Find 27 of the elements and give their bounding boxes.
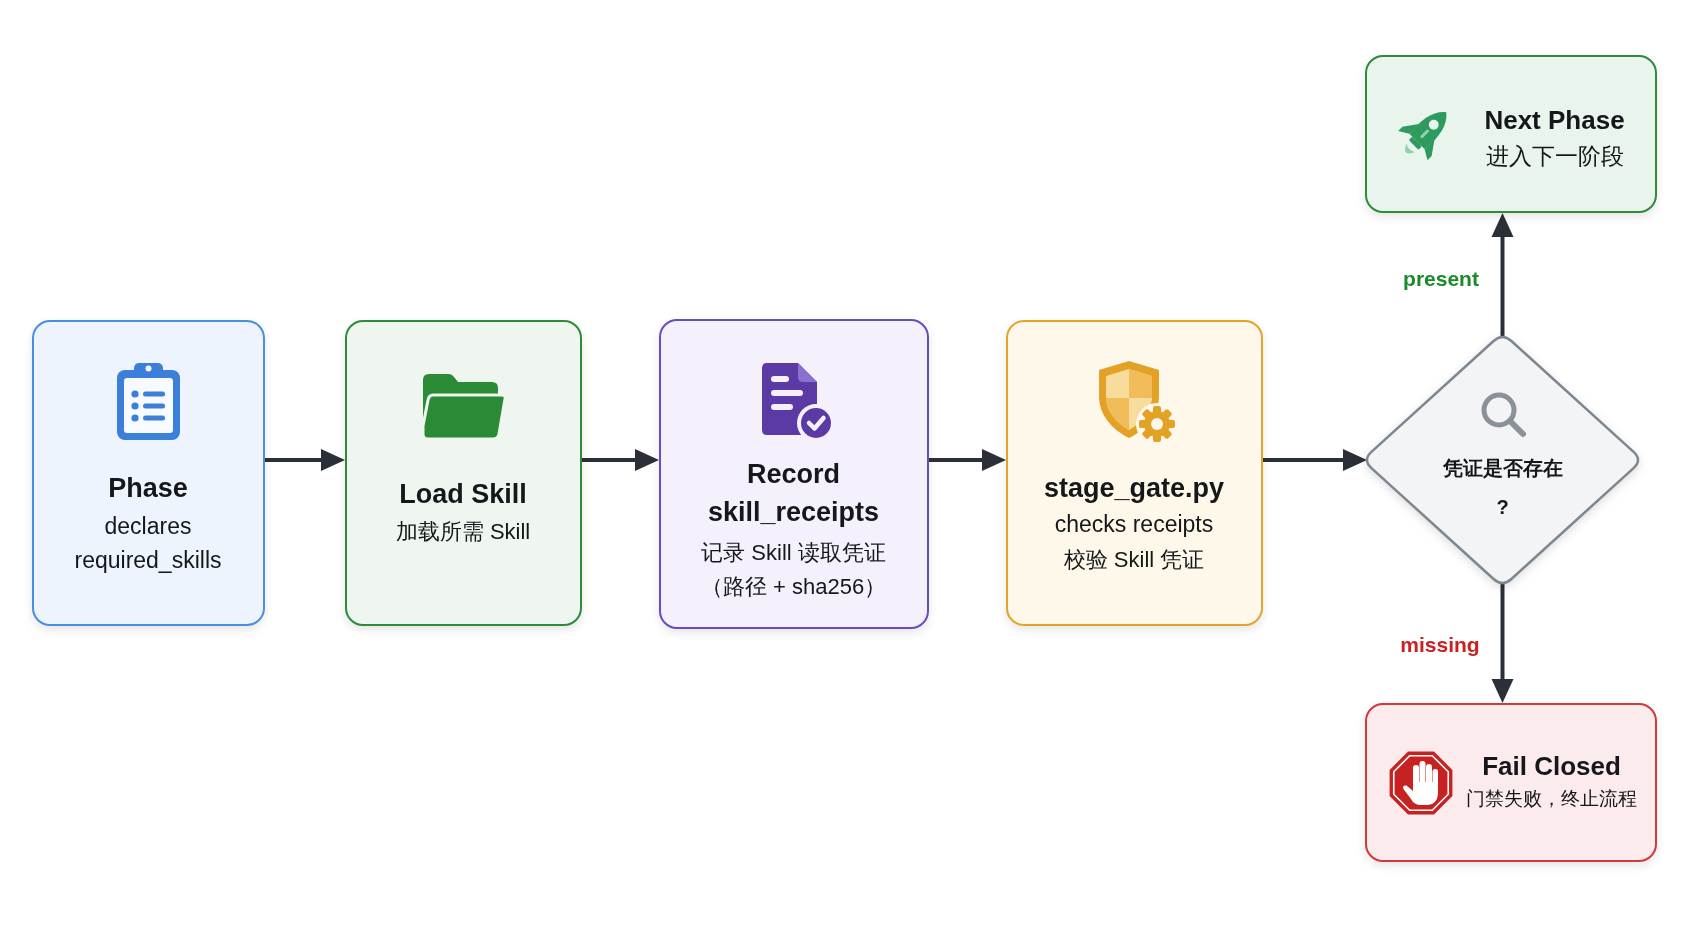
result-box [1365, 703, 1657, 862]
process-box [659, 319, 929, 629]
arrow [1491, 583, 1514, 703]
result-box [1365, 55, 1657, 213]
arrow [1263, 449, 1367, 471]
step-title: Record skill_receipts [706, 457, 881, 529]
arrow [1491, 213, 1514, 337]
step-description: 校验 Skill 凭证 [1063, 545, 1205, 574]
step-title: stage_gate.py [1043, 471, 1225, 505]
arrow [265, 449, 345, 471]
result-title: Fail Closed [1482, 749, 1621, 783]
step-description: 记录 Skill 读取凭证（路径 + sha256） [699, 538, 888, 601]
result-description: 门禁失败，终止流程 [1466, 786, 1637, 811]
result-title: Next Phase [1484, 103, 1625, 137]
decision-diamond [1367, 337, 1638, 583]
step-description: checks receipts [1054, 509, 1214, 539]
question-text: 凭证是否存在? [1441, 456, 1564, 520]
arrow [929, 449, 1006, 471]
step-description: 加载所需 Skill [395, 517, 531, 546]
step-title: Load Skill [399, 477, 527, 511]
process-box [345, 320, 582, 626]
process-box [1006, 320, 1263, 626]
process-box [32, 320, 265, 626]
step-description: declares required_skills [73, 511, 223, 575]
result-description: 进入下一阶段 [1485, 141, 1624, 171]
arrow [582, 449, 659, 471]
step-title: Phase [108, 471, 188, 505]
